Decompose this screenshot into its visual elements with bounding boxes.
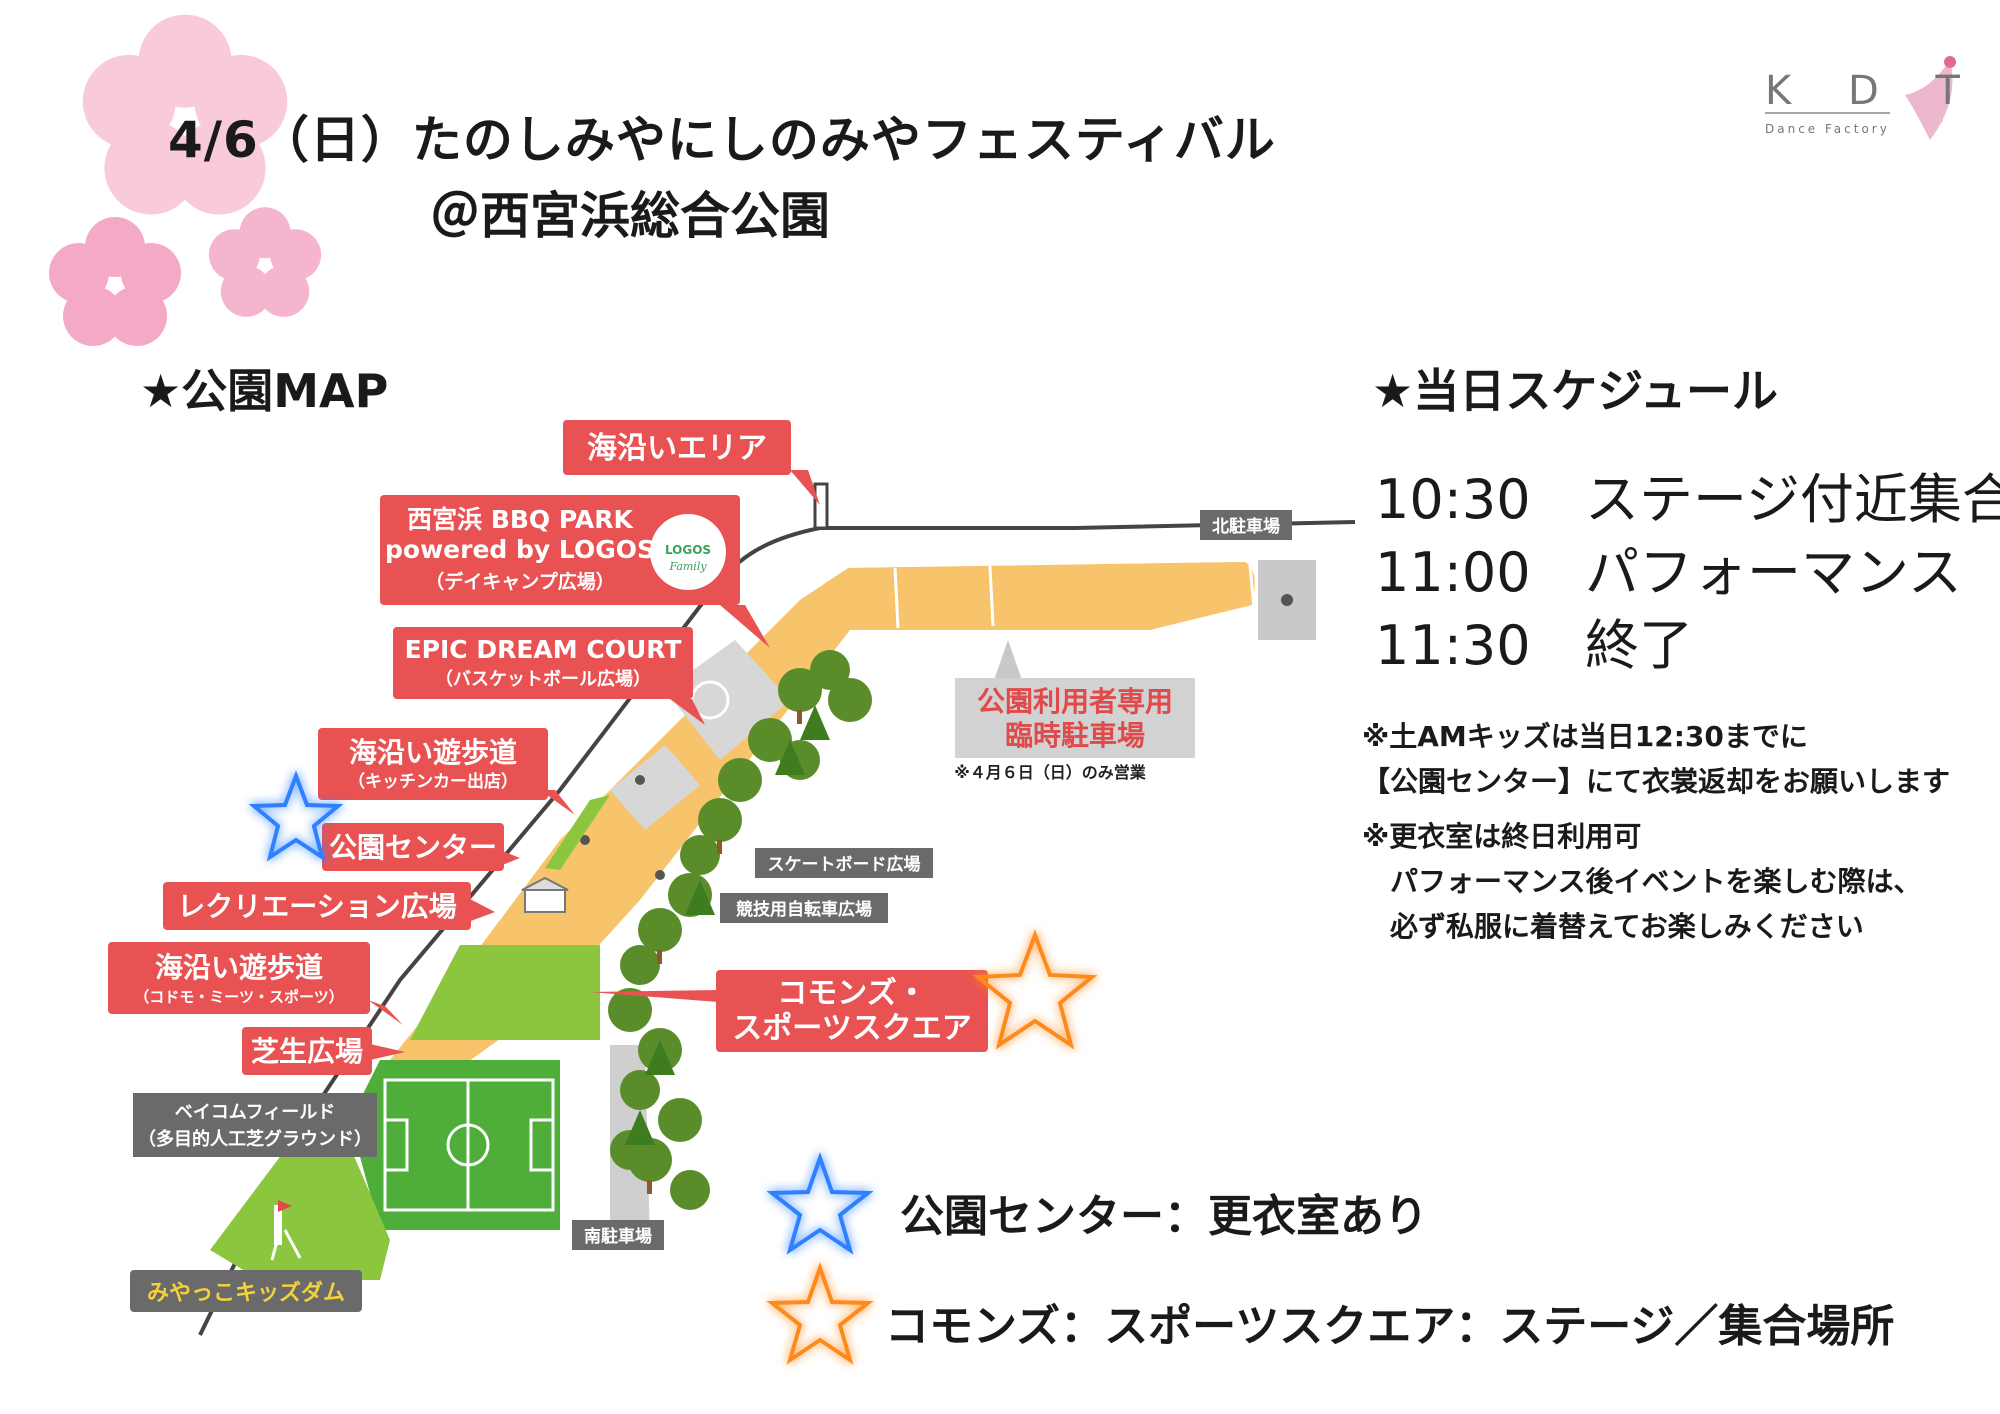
- svg-text:公園センター: 公園センター: [329, 831, 497, 864]
- logo-text: K D T: [1765, 68, 1982, 114]
- orange-star-icon: [972, 929, 1098, 1050]
- label-epic-dream-court: EPIC DREAM COURT （バスケットボール広場）: [393, 627, 705, 725]
- label-skateboard: スケートボード広場: [755, 848, 933, 878]
- label-commons: コモンズ・ スポーツスクエア: [590, 970, 988, 1052]
- tower-icon: [274, 1205, 282, 1245]
- svg-text:海沿い遊歩道: 海沿い遊歩道: [349, 736, 517, 769]
- svg-text:競技用自転車広場: 競技用自転車広場: [736, 899, 872, 920]
- svg-text:スポーツスクエア: スポーツスクエア: [732, 1011, 971, 1046]
- page-subtitle: ＠西宮浜総合公園: [430, 187, 830, 245]
- schedule-time: 10:30: [1375, 468, 1531, 531]
- svg-text:（バスケットボール広場）: （バスケットボール広場）: [435, 668, 651, 690]
- label-north-parking: 北駐車場: [1200, 510, 1292, 540]
- label-south-parking: 南駐車場: [572, 1220, 664, 1250]
- svg-text:海沿い遊歩道: 海沿い遊歩道: [155, 951, 323, 984]
- svg-text:スケートボード広場: スケートボード広場: [768, 854, 921, 875]
- label-park-center: 公園センター: [322, 823, 520, 871]
- lawn-area: [410, 945, 600, 1040]
- label-lawn: 芝生広場: [242, 1027, 405, 1075]
- svg-text:EPIC DREAM COURT: EPIC DREAM COURT: [405, 635, 682, 664]
- kdt-logo-icon: [1765, 56, 1956, 140]
- schedule-label: ステージ付近集合: [1585, 468, 2000, 531]
- schedule-item: 11:30 終了: [1375, 601, 1693, 680]
- label-beicom-field: ベイコムフィールド （多目的人工芝グラウンド）: [133, 1093, 377, 1157]
- schedule-note: ※更衣室は終日利用可: [1362, 820, 1642, 853]
- logo-subtext: Dance Factory: [1765, 122, 1890, 136]
- schedule-note: パフォーマンス後イベントを楽しむ際は、: [1362, 865, 1922, 898]
- schedule-heading: ★当日スケジュール: [1372, 364, 1779, 418]
- svg-text:ベイコムフィールド: ベイコムフィールド: [175, 1102, 336, 1123]
- svg-text:コモンズ・: コモンズ・: [777, 976, 926, 1011]
- label-bbq-park: 西宮浜 BBQ PARK powered by LOGOS （デイキャンプ広場）…: [380, 495, 770, 648]
- legend-blue-star: 公園センター：更衣室あり: [900, 1191, 1428, 1242]
- label-recreation: レクリエーション広場: [163, 882, 495, 930]
- promenade-green: [545, 795, 610, 870]
- park-yellow-area: [390, 562, 1255, 1100]
- schedule-item: 10:30 ステージ付近集合: [1375, 455, 2000, 534]
- blue-star-icon: [766, 1151, 874, 1255]
- svg-text:芝生広場: 芝生広場: [251, 1035, 363, 1068]
- page-title: 4/6（日）たのしみやにしのみやフェスティバル: [168, 111, 1276, 169]
- tree-cluster: [608, 650, 872, 1210]
- svg-text:公園利用者専用: 公園利用者専用: [977, 685, 1173, 718]
- label-kidsdam: みやっこキッズダム: [130, 1270, 362, 1312]
- label-promenade-kids: 海沿い遊歩道 （コドモ・ミーツ・スポーツ）: [108, 942, 403, 1025]
- schedule-label: 終了: [1585, 614, 1693, 677]
- svg-text:レクリエーション広場: レクリエーション広場: [177, 890, 456, 923]
- map-heading: ★公園MAP: [140, 364, 389, 418]
- label-bmx: 競技用自転車広場: [720, 893, 888, 923]
- kidsdam-green-area: [210, 1130, 390, 1280]
- svg-text:（キッチンカー出店）: （キッチンカー出店）: [348, 771, 518, 792]
- tower-icon: [813, 482, 829, 530]
- svg-text:※４月６日（日）のみ営業: ※４月６日（日）のみ営業: [954, 763, 1147, 782]
- schedule-time: 11:30: [1375, 614, 1531, 677]
- schedule-item: 11:00 パフォーマンス: [1375, 528, 1962, 607]
- svg-text:南駐車場: 南駐車場: [584, 1226, 652, 1247]
- logos-family-icon: [650, 514, 726, 590]
- park-center-building-icon: [521, 876, 569, 913]
- schedule-note: 必ず私服に着替えてお楽しみください: [1362, 910, 1864, 943]
- label-seaside-area: 海沿いエリア: [563, 420, 820, 505]
- svg-text:北駐車場: 北駐車場: [1212, 516, 1280, 537]
- svg-text:LOGOS: LOGOS: [665, 543, 711, 557]
- beicom-field-area: [350, 1060, 560, 1230]
- label-promenade-kitchen: 海沿い遊歩道 （キッチンカー出店）: [318, 728, 575, 815]
- svg-text:（デイキャンプ広場）: （デイキャンプ広場）: [425, 570, 614, 593]
- sakura-center-icon: [109, 112, 270, 291]
- orange-star-icon: [766, 1261, 874, 1365]
- svg-text:powered by LOGOS: powered by LOGOS: [385, 535, 655, 564]
- schedule-note: ※土AMキッズは当日12:30までに: [1362, 720, 1808, 753]
- svg-text:みやっこキッズダム: みやっこキッズダム: [147, 1280, 345, 1306]
- svg-text:海沿いエリア: 海沿いエリア: [587, 431, 767, 466]
- svg-text:臨時駐車場: 臨時駐車場: [1005, 719, 1145, 752]
- skateboard-area: [610, 745, 700, 830]
- svg-text:Family: Family: [668, 560, 707, 573]
- schedule-time: 11:00: [1375, 541, 1531, 604]
- svg-text:（多目的人工芝グラウンド）: （多目的人工芝グラウンド）: [138, 1128, 372, 1150]
- schedule-note: 【公園センター】にて衣裳返却をお願いします: [1362, 765, 1951, 798]
- svg-text:西宮浜 BBQ PARK: 西宮浜 BBQ PARK: [407, 505, 634, 534]
- svg-text:（コドモ・ミーツ・スポーツ）: （コドモ・ミーツ・スポーツ）: [134, 988, 343, 1006]
- label-temp-parking: 公園利用者専用 臨時駐車場 ※４月６日（日）のみ営業: [954, 640, 1195, 782]
- schedule-label: パフォーマンス: [1585, 541, 1962, 604]
- legend-orange-star: コモンズ：スポーツスクエア：ステージ／集合場所: [885, 1301, 1895, 1352]
- blue-star-icon: [248, 770, 344, 862]
